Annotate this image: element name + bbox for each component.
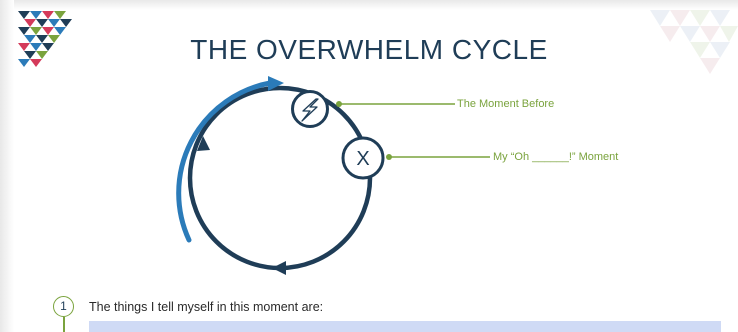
oh-moment-leader-dot xyxy=(386,154,392,160)
outer-blue-arc xyxy=(176,80,273,243)
moment-before-leader-dot xyxy=(336,101,342,107)
answer-field[interactable] xyxy=(89,321,721,332)
step-number-badge: 1 xyxy=(53,296,74,317)
oh-moment-label: My “Oh ______!” Moment xyxy=(493,151,619,163)
faded-triangle-pattern xyxy=(650,10,738,74)
outer-arrowhead xyxy=(268,76,284,91)
lightning-bolt-icon xyxy=(301,98,319,122)
left-arrowhead xyxy=(197,136,210,151)
overwhelm-cycle-diagram: X xyxy=(176,76,490,275)
cycle-circle xyxy=(187,85,373,271)
x-marker: X xyxy=(356,148,369,170)
step-prompt: The things I tell myself in this moment … xyxy=(89,300,324,314)
oh-moment-node xyxy=(341,136,385,180)
page-top-shadow xyxy=(0,0,738,10)
page-title: THE OVERWHELM CYCLE xyxy=(190,34,548,65)
moment-before-label: The Moment Before xyxy=(457,98,555,110)
bottom-arrowhead xyxy=(272,261,286,275)
step-connector-line xyxy=(63,317,65,332)
triangle-logo xyxy=(18,11,72,67)
page-left-shadow xyxy=(0,0,14,332)
